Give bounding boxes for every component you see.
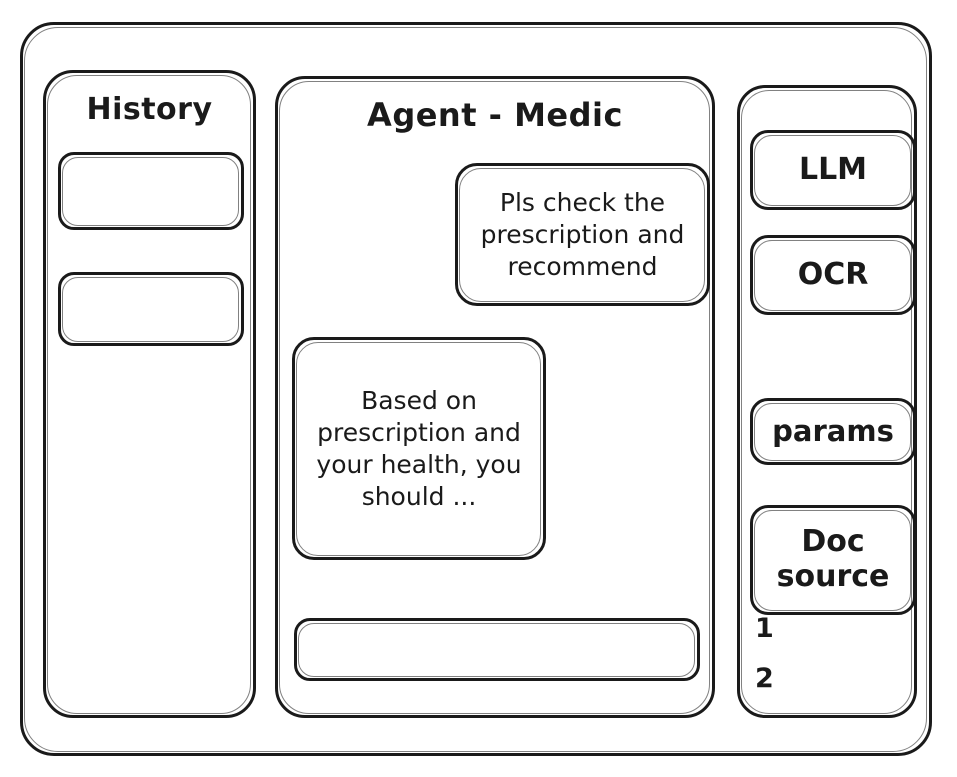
agent-conversation-panel: [275, 76, 715, 718]
agent-title: Agent - Medic: [367, 96, 623, 134]
history-panel-title: History: [86, 92, 213, 127]
user-message-bubble: Pls check the prescription and recommend: [455, 163, 710, 306]
doc-source-list-item[interactable]: 2: [755, 663, 774, 694]
doc-source-list-item[interactable]: 1: [755, 613, 774, 644]
message-composer-input[interactable]: [294, 618, 700, 681]
assistant-message-bubble: Based on prescription and your health, y…: [292, 337, 546, 560]
tools-panel: [737, 85, 917, 718]
app-window: [20, 22, 932, 756]
tool-button-doc-source[interactable]: Doc source: [750, 505, 916, 615]
history-panel: [43, 70, 256, 718]
history-list-item[interactable]: [58, 272, 244, 346]
tool-button-llm[interactable]: LLM: [750, 130, 916, 210]
tool-button-params[interactable]: params: [750, 398, 916, 465]
tool-button-ocr[interactable]: OCR: [750, 235, 916, 315]
history-list-item[interactable]: [58, 152, 244, 230]
